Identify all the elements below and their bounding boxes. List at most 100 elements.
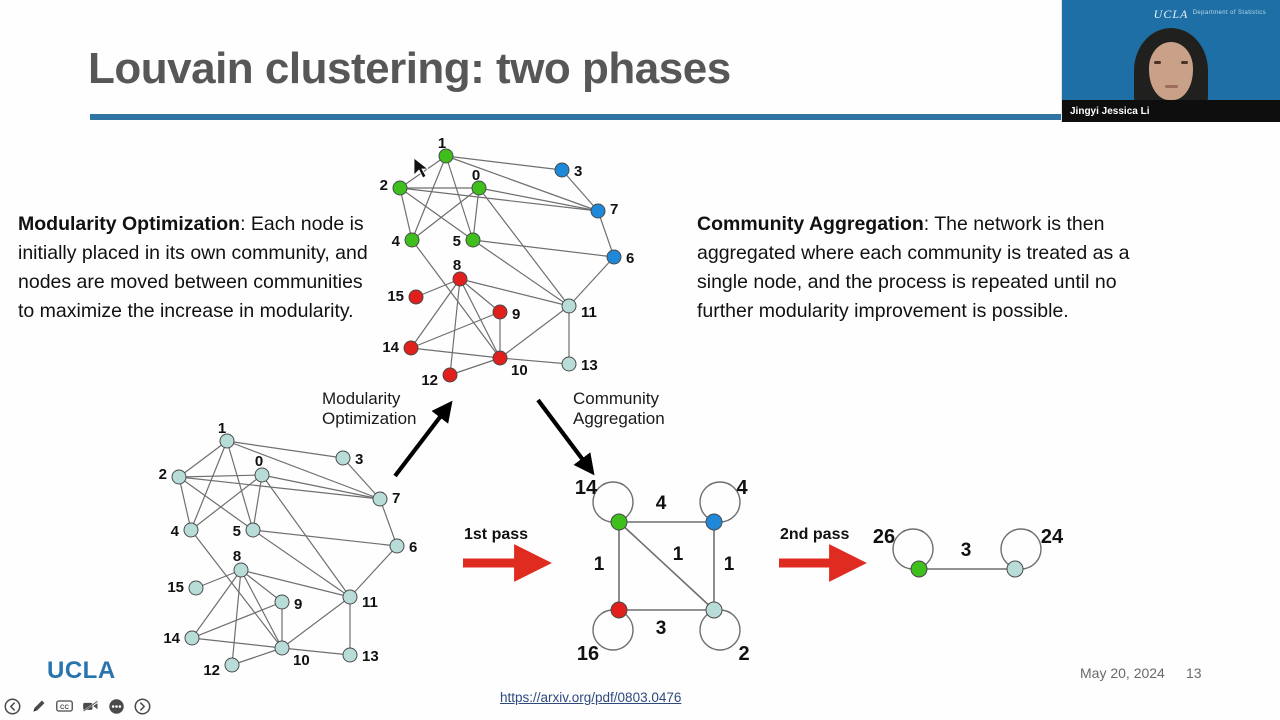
community-aggregation-arrow-label-line1: Community: [573, 389, 659, 408]
graph-node-13[interactable]: [561, 356, 577, 372]
graph-node-12[interactable]: [442, 367, 458, 383]
graph-node-0[interactable]: [254, 467, 270, 483]
graph-edge: [411, 187, 480, 241]
graph-edge: [240, 569, 283, 603]
page-title: Louvain clustering: two phases: [88, 44, 731, 93]
graph-edge: [399, 187, 413, 241]
modularity-optimization-arrow-label-line1: Modularity: [322, 389, 401, 408]
graph-node-3[interactable]: [554, 162, 570, 178]
speaker-name-badge: Jingyi Jessica Li: [1062, 100, 1280, 122]
graph-edge: [411, 155, 447, 241]
graph-edge: [226, 440, 254, 531]
graph-node-6[interactable]: [606, 249, 622, 265]
graph-node-4[interactable]: [404, 232, 420, 248]
speaker-video-overlay[interactable]: UCLA Department of Statistics Jingyi Jes…: [1061, 0, 1280, 122]
pencil-icon[interactable]: [30, 698, 47, 715]
graph-node-4[interactable]: [183, 522, 199, 538]
graph-edge: [240, 569, 283, 649]
graph-node-15[interactable]: [188, 580, 204, 596]
graph-node-6[interactable]: [389, 538, 405, 554]
graph-node-7[interactable]: [372, 491, 388, 507]
more-options-icon[interactable]: [108, 698, 125, 715]
graph-edge: [499, 357, 570, 365]
source-link[interactable]: https://arxiv.org/pdf/0803.0476: [500, 690, 682, 705]
aggregated-node-a[interactable]: [610, 513, 628, 531]
graph-edge: [349, 545, 398, 598]
graph-node-7[interactable]: [590, 203, 606, 219]
forward-icon[interactable]: [134, 698, 151, 715]
graph-edge: [478, 187, 599, 212]
node-label-13: 13: [362, 648, 379, 665]
node-label-8: 8: [453, 257, 461, 274]
graph-node-13[interactable]: [342, 647, 358, 663]
graph-edge: [231, 569, 242, 666]
graph-node-14[interactable]: [184, 630, 200, 646]
ucla-logo: UCLA: [47, 657, 116, 684]
graph-edge: [252, 529, 398, 547]
graph-node-0[interactable]: [471, 180, 487, 196]
graph-edge: [190, 440, 228, 531]
node-label-8: 8: [233, 548, 241, 565]
graph-edge: [178, 474, 263, 478]
modularity-optimization-arrow: [393, 400, 453, 478]
closed-caption-icon[interactable]: CC: [56, 698, 73, 715]
modularity-optimization-body: : Each node is initially placed in its o…: [18, 213, 368, 322]
node-label-6: 6: [409, 539, 417, 556]
node-label-15: 15: [387, 288, 404, 305]
graph-edge: [459, 278, 501, 313]
avatar-mouth: [1165, 85, 1178, 88]
avatar-eye-right: [1181, 61, 1188, 64]
community-aggregation-arrow-label-line2: Aggregation: [573, 409, 665, 428]
aggregated-node-d[interactable]: [705, 601, 723, 619]
graph-node-10[interactable]: [274, 640, 290, 656]
node-label-3: 3: [355, 451, 363, 468]
camera-off-icon[interactable]: [82, 698, 99, 715]
graph-node-1[interactable]: [219, 433, 235, 449]
node-label-10: 10: [511, 362, 528, 379]
graph-edge: [252, 529, 351, 598]
second-pass-label: 2nd pass: [780, 526, 849, 543]
graph-node-9[interactable]: [492, 304, 508, 320]
graph-node-9[interactable]: [274, 594, 290, 610]
node-label-2: 2: [380, 177, 388, 194]
node-label-9: 9: [294, 596, 302, 613]
graph-node-5[interactable]: [465, 232, 481, 248]
graph-edge: [231, 647, 283, 666]
graph-node-8[interactable]: [233, 562, 249, 578]
graph-edge: [459, 278, 501, 359]
graph-node-10[interactable]: [492, 350, 508, 366]
graph-node-2[interactable]: [392, 180, 408, 196]
graph-edge: [281, 647, 351, 656]
node-label-0: 0: [472, 167, 480, 184]
back-icon[interactable]: [4, 698, 21, 715]
graph-node-11[interactable]: [342, 589, 358, 605]
graph-node-15[interactable]: [408, 289, 424, 305]
node-label-7: 7: [392, 490, 400, 507]
graph-edge: [472, 187, 480, 241]
aggregated-node-a[interactable]: [910, 560, 928, 578]
graph-node-12[interactable]: [224, 657, 240, 673]
cursor-arrow: [413, 157, 430, 179]
graph-edge: [252, 474, 263, 531]
graph-node-8[interactable]: [452, 271, 468, 287]
aggregated-node-b[interactable]: [1006, 560, 1024, 578]
self-loop-c: [592, 609, 634, 651]
edge-weight-a-c: 1: [594, 554, 605, 575]
community-aggregation-arrow: [536, 398, 595, 476]
edge-weight-b-d: 1: [724, 554, 735, 575]
graph-node-14[interactable]: [403, 340, 419, 356]
graph-node-3[interactable]: [335, 450, 351, 466]
self-loop-weight-b: 24: [1041, 526, 1064, 548]
graph-node-2[interactable]: [171, 469, 187, 485]
edge-weight-a-b: 4: [656, 493, 667, 514]
aggregated-node-b[interactable]: [705, 513, 723, 531]
flow-arrows: ModularityOptimizationCommunityAggregati…: [322, 389, 867, 582]
graph-node-11[interactable]: [561, 298, 577, 314]
node-label-14: 14: [163, 630, 180, 647]
player-toolbar[interactable]: CC: [4, 695, 151, 717]
graph-node-5[interactable]: [245, 522, 261, 538]
node-label-11: 11: [362, 594, 378, 611]
graph-node-1[interactable]: [438, 148, 454, 164]
graph-edge: [410, 311, 501, 349]
aggregated-node-c[interactable]: [610, 601, 628, 619]
